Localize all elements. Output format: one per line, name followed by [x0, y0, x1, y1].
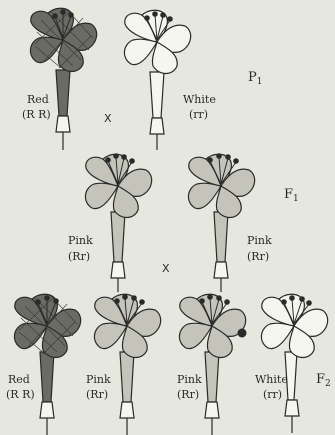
- flower-p1-white: White (rr): [124, 10, 215, 150]
- flower-stalk: [150, 72, 164, 150]
- generation-label-f1: F1: [284, 187, 299, 204]
- generation-label-p1: P1: [248, 70, 262, 87]
- flower-corolla: [261, 294, 327, 357]
- flower-stalk: [285, 352, 299, 433]
- flower-stalk: [205, 352, 219, 435]
- flower-color-label: Pink: [247, 234, 272, 247]
- flower-genotype-label: (rr): [189, 108, 208, 121]
- petal-spot: [238, 329, 247, 338]
- flower-f1-pink-2: Pink (Rr): [188, 154, 272, 292]
- flower-color-label: Pink: [86, 373, 111, 386]
- flower-f2-pink-2: Pink (Rr): [177, 294, 247, 435]
- flower-corolla: [188, 154, 254, 217]
- flower-stalk: [40, 352, 54, 435]
- flower-p1-red: Red (R R): [22, 8, 97, 150]
- flower-genotype-label: (Rr): [86, 388, 108, 401]
- generation-label-f2: F2: [316, 372, 331, 389]
- cross-symbol-parents: X: [104, 112, 112, 125]
- flower-color-label: Red: [8, 373, 30, 386]
- flower-corolla: [94, 294, 160, 357]
- flower-corolla: [30, 8, 96, 71]
- flower-color-label: Pink: [68, 234, 93, 247]
- flower-genotype-label: (R R): [6, 388, 35, 401]
- flower-stalk: [111, 212, 125, 292]
- flower-genotype-label: (rr): [263, 388, 282, 401]
- flower-f1-pink-1: Pink (Rr): [68, 154, 152, 292]
- flower-f2-red: Red (R R): [6, 294, 81, 435]
- flower-stalk: [214, 212, 228, 292]
- flower-genotype-label: (R R): [22, 108, 51, 121]
- flower-genotype-label: (Rr): [247, 250, 269, 263]
- flower-corolla: [85, 154, 151, 217]
- flower-corolla: [124, 10, 190, 73]
- flower-stalk: [56, 70, 70, 150]
- flower-f2-pink-1: Pink (Rr): [86, 294, 161, 435]
- flower-corolla: [14, 294, 80, 357]
- flower-corolla: [179, 294, 246, 357]
- flower-color-label: Red: [27, 93, 49, 106]
- flower-f2-white: White (rr): [255, 294, 328, 433]
- flower-color-label: Pink: [177, 373, 202, 386]
- flower-genotype-label: (Rr): [68, 250, 90, 263]
- flower-stalk: [120, 352, 134, 435]
- flower-color-label: White: [255, 373, 288, 386]
- cross-symbol-f1: X: [162, 262, 170, 275]
- flower-genotype-label: (Rr): [177, 388, 199, 401]
- flower-color-label: White: [183, 93, 216, 106]
